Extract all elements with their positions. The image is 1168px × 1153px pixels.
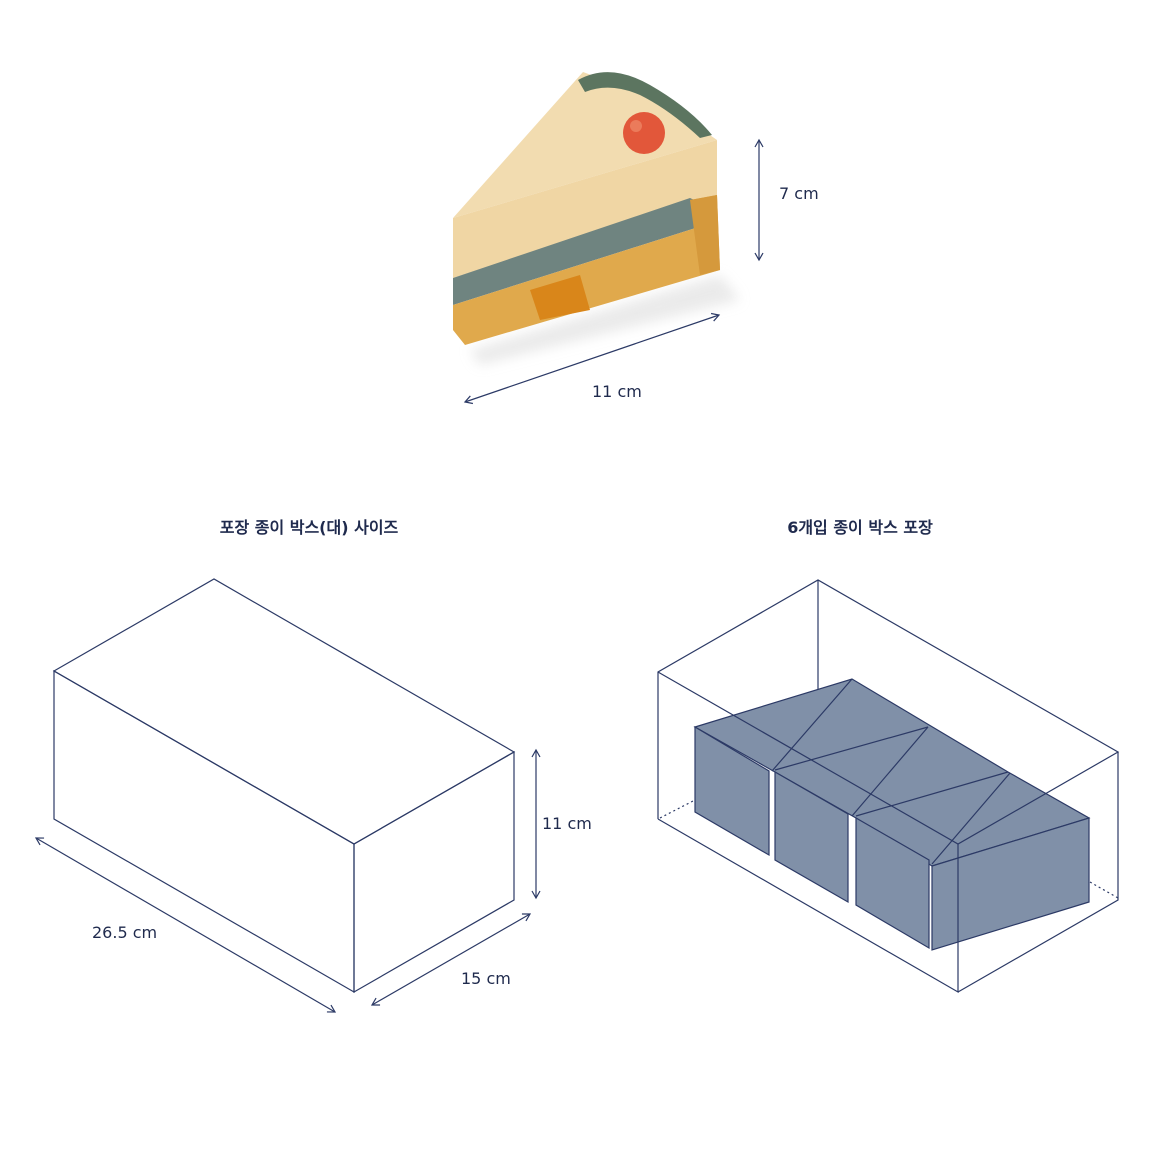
cake-length-arrow (463, 312, 721, 405)
six-pack-box-drawing (657, 579, 1120, 994)
six-pack-box-title: 6개입 종이 박스 포장 (787, 518, 933, 537)
box-length-arrow (34, 837, 337, 1013)
cake-height-label: 7 cm (779, 184, 819, 203)
large-box-title: 포장 종이 박스(대) 사이즈 (219, 518, 399, 537)
box-width-arrow (370, 913, 532, 1006)
pumpkin-decoration (623, 112, 665, 154)
cake-slices (693, 678, 1091, 951)
box-length-label: 26.5 cm (92, 923, 158, 942)
cake-slice-image (453, 72, 740, 365)
large-box-drawing (52, 578, 516, 994)
box-width-label: 15 cm (461, 969, 511, 988)
cake-length-label: 11 cm (592, 382, 642, 401)
box-height-label: 11 cm (542, 814, 592, 833)
